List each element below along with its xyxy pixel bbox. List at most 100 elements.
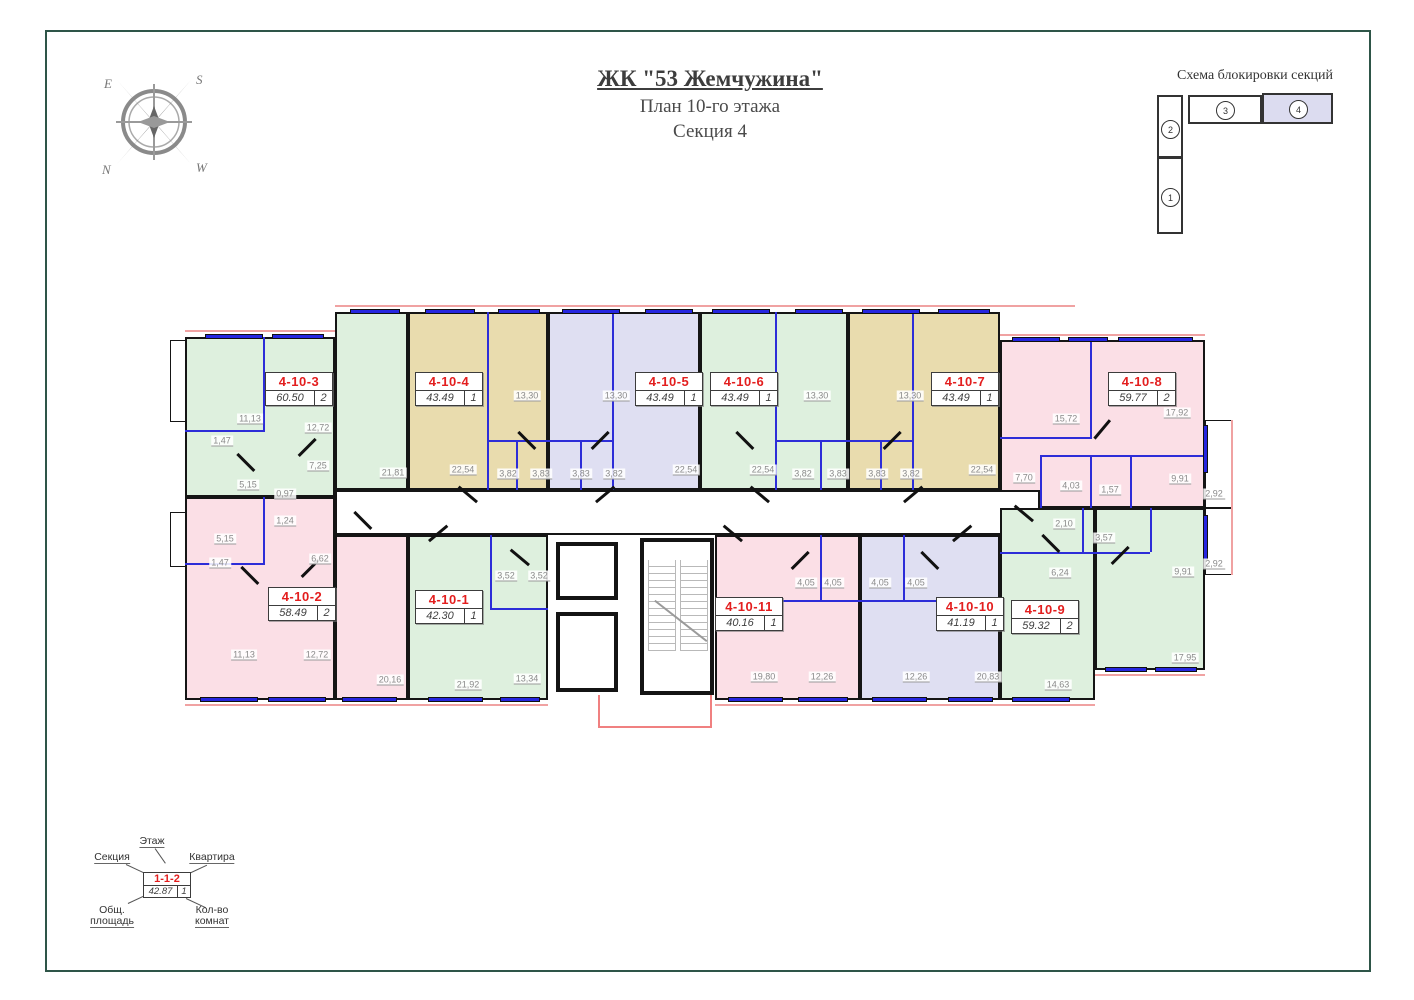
window — [948, 697, 993, 702]
legend-sample-area: 42.87 — [144, 886, 178, 897]
room-area-label: 4,05 — [795, 577, 817, 589]
svg-text:E: E — [103, 76, 112, 91]
room-area-label: 3,82 — [497, 468, 519, 480]
room-area-label: 22,54 — [749, 464, 777, 476]
svg-text:N: N — [101, 162, 112, 177]
room-area-label: 11,13 — [231, 649, 257, 661]
window — [428, 697, 483, 702]
room-area-label: 1,24 — [274, 515, 296, 527]
page-section: Секция 4 — [673, 121, 747, 142]
room-area-label: 1,57 — [1099, 484, 1121, 496]
room-area-label: 3,82 — [900, 468, 922, 480]
scheme-section-4-number: 4 — [1289, 100, 1308, 119]
partition — [775, 440, 848, 442]
room-area-label: 15,72 — [1052, 413, 1080, 425]
window — [1012, 337, 1060, 342]
partition — [263, 497, 265, 563]
legend-floor-label: Этаж — [139, 835, 165, 848]
room-area-label: 3,83 — [570, 468, 592, 480]
balcony-rail — [1095, 674, 1205, 676]
room-area-label: 7,70 — [1013, 472, 1035, 484]
balcony-rail — [1000, 334, 1205, 336]
room-area-label: 17,95 — [1171, 652, 1199, 664]
legend-rooms-count-label: Кол-во комнат — [195, 904, 229, 928]
apartment-rooms-count: 1 — [765, 392, 772, 404]
room-area-label: 4,05 — [822, 577, 844, 589]
legend-section-label: Секция — [94, 851, 130, 864]
window — [425, 309, 475, 314]
room-area-label: 9,91 — [1172, 566, 1194, 578]
room-4-10-7 — [848, 312, 1000, 490]
legend-sample-rooms: 1 — [181, 886, 187, 897]
apartment-total-area: 58.49 — [269, 606, 318, 620]
room-area-label: 22,54 — [968, 464, 996, 476]
window — [862, 309, 920, 314]
apartment-total-area: 43.49 — [932, 391, 981, 405]
apartment-rooms-count: 1 — [986, 392, 993, 404]
room-area-label: 5,15 — [237, 479, 259, 491]
room-area-label: 3,83 — [827, 468, 849, 480]
partition — [1000, 437, 1090, 439]
room-area-label: 19,80 — [750, 671, 778, 683]
partition — [490, 535, 492, 610]
partition — [1082, 508, 1084, 552]
room-area-label: 21,92 — [454, 679, 482, 691]
apartment-id: 4-10-8 — [1109, 373, 1175, 391]
apartment-id: 4-10-5 — [636, 373, 702, 391]
balcony-rail — [185, 330, 335, 332]
room-area-label: 9,91 — [1169, 473, 1191, 485]
apartment-id: 4-10-4 — [416, 373, 482, 391]
room-area-label: 13,30 — [602, 390, 630, 402]
apartment-total-area: 59.32 — [1012, 619, 1061, 633]
room-area-label: 12,72 — [303, 649, 331, 661]
room-area-label: 22,54 — [672, 464, 700, 476]
room-area-label: 11,13 — [237, 413, 263, 425]
room-area-label: 3,82 — [792, 468, 814, 480]
partition — [880, 440, 882, 490]
entrance-porch-outline — [598, 695, 712, 728]
room-area-label: 0,97 — [274, 488, 296, 500]
window — [272, 334, 324, 339]
room-area-label: 4,05 — [905, 577, 927, 589]
partition — [1090, 340, 1092, 439]
legend-total-area-label: Общ. площадь — [90, 904, 134, 928]
room-area-label: 20,16 — [376, 674, 404, 686]
apartment-id: 4-10-6 — [711, 373, 777, 391]
room-area-label: 1,47 — [209, 557, 231, 569]
window — [728, 697, 783, 702]
partition — [775, 600, 860, 602]
room-area-label: 20,83 — [974, 671, 1002, 683]
room-area-label: 2,10 — [1053, 518, 1075, 530]
scheme-section-1-number: 1 — [1161, 188, 1180, 207]
apartment-rooms-count: 1 — [770, 617, 777, 629]
room-area-label: 12,72 — [304, 422, 332, 434]
apartment-rooms-count: 2 — [1066, 620, 1073, 632]
partition — [903, 535, 905, 600]
room-area-label: 2,92 — [1203, 488, 1225, 500]
window — [798, 697, 848, 702]
apartment-rooms-count: 1 — [991, 617, 998, 629]
apartment-total-area: 43.49 — [636, 391, 685, 405]
room-4-10-11 — [715, 535, 860, 700]
apartment-rooms-count: 2 — [1163, 392, 1170, 404]
window — [1068, 337, 1108, 342]
window — [872, 697, 927, 702]
apartment-rooms-count: 1 — [690, 392, 697, 404]
window — [205, 334, 263, 339]
window — [500, 697, 540, 702]
room-area-label: 4,03 — [1060, 480, 1082, 492]
balcony-rail — [335, 305, 1075, 307]
room-area-label: 22,54 — [449, 464, 477, 476]
window — [268, 697, 326, 702]
room-area-label: 4,05 — [869, 577, 891, 589]
room-area-label: 12,26 — [902, 671, 930, 683]
room-area-label: 13,34 — [513, 673, 541, 685]
